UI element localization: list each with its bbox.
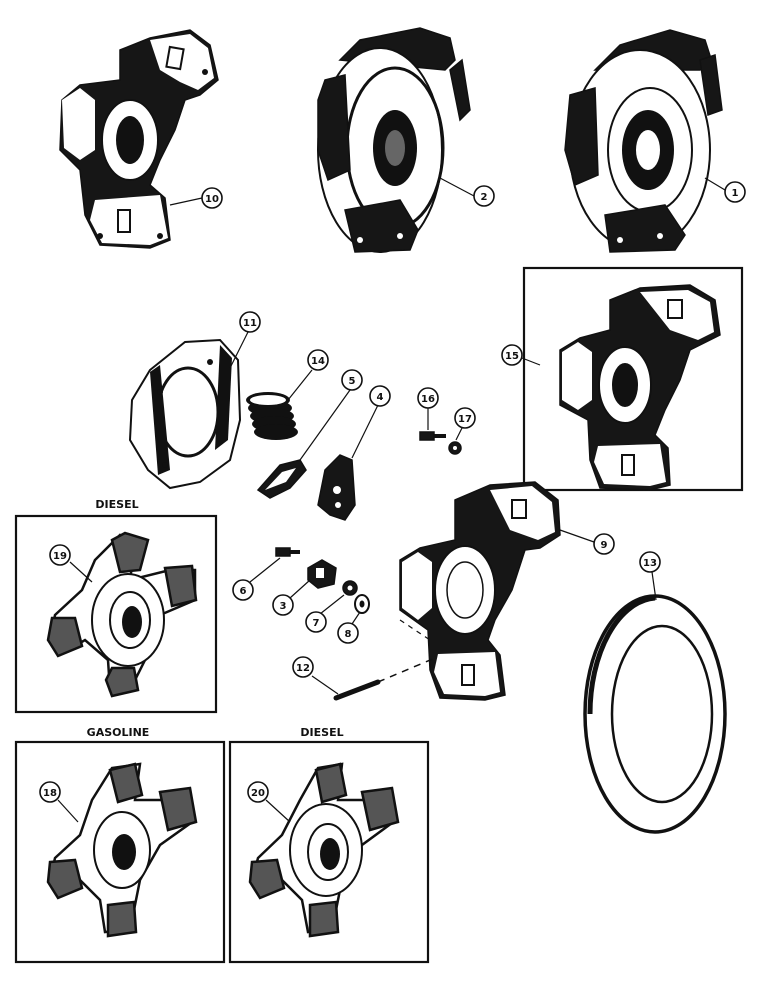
callout-16: 16 [417, 387, 439, 430]
callout-18: 18 [39, 781, 79, 823]
svg-text:15: 15 [505, 351, 519, 362]
block-3 [307, 559, 337, 589]
washer-8 [354, 594, 370, 614]
panel-part-20 [228, 740, 430, 964]
callout-3: 3 [272, 579, 311, 616]
callout-12: 12 [292, 656, 339, 695]
plate-11 [128, 338, 242, 490]
lever-5 [256, 459, 307, 499]
svg-text:13: 13 [643, 558, 657, 569]
panel-title-diesel-bottom: DIESEL [300, 726, 343, 739]
spring-14 [246, 392, 298, 440]
svg-text:12: 12 [296, 663, 310, 674]
pin-12 [333, 619, 436, 701]
callout-17: 17 [454, 407, 476, 441]
panel-part-18 [14, 740, 226, 964]
svg-text:5: 5 [349, 376, 356, 387]
svg-text:14: 14 [311, 356, 325, 367]
svg-text:20: 20 [251, 788, 265, 799]
pressure-plate-10 [59, 29, 219, 249]
callout-7: 7 [305, 594, 345, 633]
callout-13: 13 [639, 551, 661, 601]
svg-text:8: 8 [345, 629, 352, 640]
svg-text:9: 9 [601, 540, 608, 551]
svg-text:7: 7 [313, 618, 320, 629]
svg-text:1: 1 [732, 188, 739, 199]
svg-text:3: 3 [280, 601, 287, 612]
clutch-disc-18 [46, 762, 198, 938]
svg-text:6: 6 [240, 586, 247, 597]
screw-6 [275, 547, 300, 557]
callout-2: 2 [439, 177, 495, 207]
callout-10: 10 [169, 187, 223, 209]
callout-number: 10 [205, 194, 219, 205]
friction-ring-13 [583, 594, 727, 834]
bolt-16 [419, 431, 446, 441]
callout-11: 11 [229, 311, 261, 369]
callout-6: 6 [232, 557, 281, 601]
callout-20: 20 [247, 781, 291, 823]
svg-text:19: 19 [53, 551, 67, 562]
callout-19: 19 [49, 544, 93, 583]
clutch-cover-2 [317, 27, 471, 253]
strut-4 [317, 454, 356, 521]
nut-17 [448, 441, 462, 455]
nut-7 [342, 580, 358, 596]
svg-text:11: 11 [243, 318, 257, 329]
pressure-plate-15 [559, 284, 721, 491]
svg-text:16: 16 [421, 394, 435, 405]
callout-8: 8 [337, 611, 361, 644]
clutch-assembly-1 [564, 29, 723, 253]
callout-14: 14 [287, 349, 329, 401]
callout-4: 4 [351, 385, 391, 459]
panel-part-19 [14, 514, 218, 714]
svg-text:4: 4 [377, 392, 384, 403]
svg-text:17: 17 [458, 414, 472, 425]
svg-text:18: 18 [43, 788, 57, 799]
callout-15: 15 [501, 344, 541, 366]
svg-text:2: 2 [481, 192, 488, 203]
callout-5: 5 [299, 369, 363, 461]
clutch-disc-19 [46, 531, 198, 698]
callout-9: 9 [559, 529, 615, 555]
callout-1: 1 [704, 177, 746, 203]
panel-title-gasoline: GASOLINE [87, 726, 150, 739]
pressure-plate-9 [399, 481, 561, 701]
panel-title-diesel-top: DIESEL [95, 498, 138, 511]
clutch-disc-20 [248, 762, 400, 938]
